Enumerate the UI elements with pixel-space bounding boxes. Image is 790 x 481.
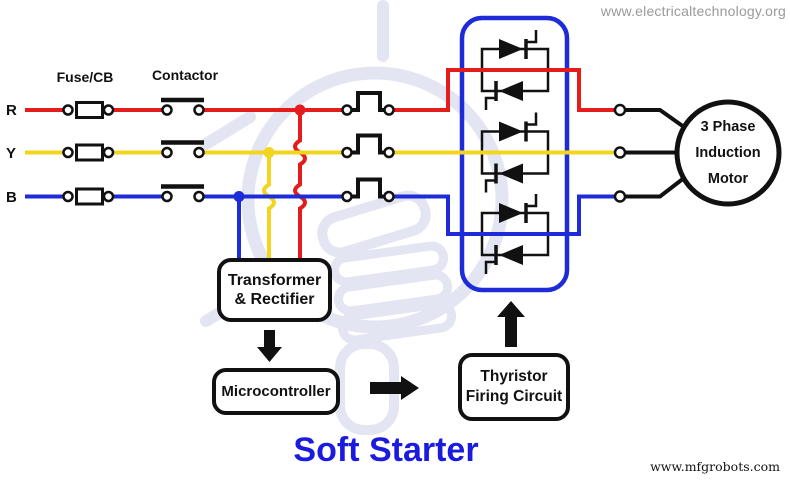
website-watermark-top: www.electricaltechnology.org <box>600 3 786 19</box>
motor-terminal-y <box>613 146 627 159</box>
motor-label-line3: Motor <box>707 171 749 187</box>
junction-dot-r <box>294 104 306 116</box>
page-title: Soft Starter <box>293 431 479 469</box>
contactor-y <box>161 143 204 158</box>
phase-label-b: B <box>6 189 17 206</box>
fuse-r <box>62 101 115 119</box>
arrow-up-icon <box>497 301 525 347</box>
phase-r-wire <box>25 68 615 258</box>
thyristor-firing-circuit-block: Thyristor Firing Circuit <box>458 353 570 421</box>
microcontroller-label: Microcontroller <box>221 383 331 400</box>
junction-dot-y <box>263 147 275 158</box>
arrow-down-icon <box>257 330 282 362</box>
phase-label-y: Y <box>6 145 17 162</box>
bypass-contact-y <box>340 133 396 159</box>
junction-dot-b <box>233 191 245 202</box>
fuse-cb-label: Fuse/CB <box>56 69 114 85</box>
phase-label-r: R <box>6 102 17 119</box>
fuse-y <box>62 143 115 162</box>
contactor-r <box>161 100 204 115</box>
bypass-contact-r <box>340 91 396 117</box>
motor-leads <box>625 108 686 199</box>
motor-label-line1: 3 Phase <box>700 119 756 135</box>
microcontroller-block: Microcontroller <box>212 368 340 415</box>
motor-terminal-r <box>613 103 627 117</box>
transformer-rectifier-block: Transformer & Rectifier <box>217 258 332 322</box>
motor-label: 3 Phase Induction Motor <box>678 114 778 192</box>
motor-label-line2: Induction <box>695 145 761 161</box>
firing-label-line2: Firing Circuit <box>465 388 563 405</box>
bypass-contact-b <box>340 177 396 203</box>
phase-b-wire <box>25 194 615 258</box>
motor-circle <box>674 99 782 207</box>
website-watermark-bottom: www.mfgrobots.com <box>650 459 780 474</box>
arrow-right-icon <box>370 376 419 400</box>
fuse-b <box>62 187 115 206</box>
contactor-label: Contactor <box>151 67 219 83</box>
motor-terminal-b <box>613 190 627 203</box>
firing-label-line1: Thyristor <box>480 368 548 385</box>
transformer-label-line2: & Rectifier <box>234 291 315 308</box>
contactor-b <box>161 187 204 202</box>
transformer-label-line1: Transformer <box>227 272 322 289</box>
